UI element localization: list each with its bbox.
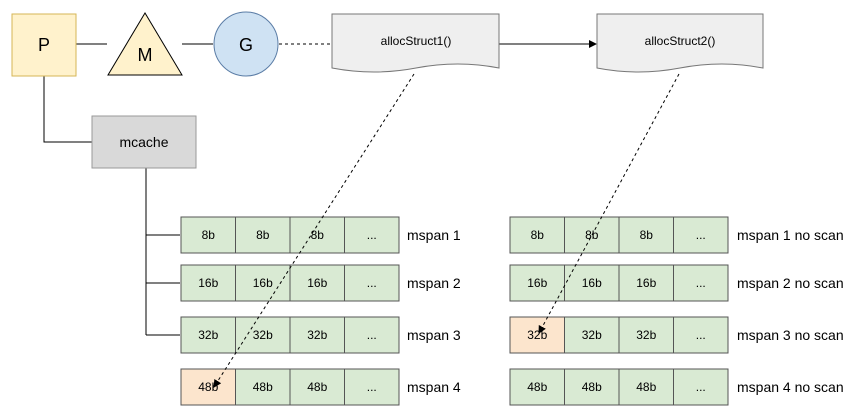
right-span-cell-2-2 (564, 264, 620, 302)
right-span-cell-1-4 (673, 216, 729, 254)
left-span-cell-label-2-4: ... (367, 276, 377, 290)
right-span-cell-1-2 (564, 216, 620, 254)
alloc2-to-mspan3-noscan-arrow (538, 73, 680, 334)
right-span-cell-label-3-4: ... (696, 328, 706, 342)
left-span-cell-label-4-3: 48b (307, 380, 327, 394)
right-span-cell-3-3 (618, 316, 674, 354)
left-span-span-label-4: mspan 4 (407, 379, 461, 395)
left-span-cell-label-4-4: ... (367, 380, 377, 394)
right-span-span-label-3: mspan 3 no scan (737, 327, 844, 343)
p-node: P (11, 13, 77, 77)
left-span-cell-2-3 (289, 264, 345, 302)
left-span-cell-3-2 (235, 316, 291, 354)
right-span-cell-3-1 (509, 316, 565, 354)
left-span-cell-label-2-1: 16b (198, 276, 218, 290)
left-span-cell-label-3-4: ... (367, 328, 377, 342)
mcache-node: mcache (91, 115, 197, 169)
m-node-label: M (138, 45, 153, 65)
left-span-row-4: 48b 48b 48b... mspan 4 (180, 368, 461, 406)
left-span-cell-3-1 (180, 316, 236, 354)
right-span-cell-4-2 (564, 368, 620, 406)
left-span-cell-4-2 (235, 368, 291, 406)
right-span-cell-label-4-1: 48b (527, 380, 547, 394)
right-span-cell-1-3 (618, 216, 674, 254)
left-span-cell-label-3-2: 32b (253, 328, 273, 342)
g-node-label: G (239, 35, 253, 55)
right-span-cell-label-4-4: ... (696, 380, 706, 394)
right-span-cell-label-2-1: 16b (527, 276, 547, 290)
left-span-cell-1-3 (289, 216, 345, 254)
right-span-cell-label-1-2: 8b (585, 228, 599, 242)
left-span-cell-label-1-3: 8b (311, 228, 325, 242)
right-span-cell-1-1 (509, 216, 565, 254)
right-span-span-label-1: mspan 1 no scan (737, 227, 844, 243)
left-span-cell-2-4 (344, 264, 400, 302)
right-span-cell-label-4-2: 48b (582, 380, 602, 394)
left-span-cell-label-1-4: ... (367, 228, 377, 242)
alloc-struct-2-label: allocStruct2() (645, 34, 716, 48)
left-span-cell-1-4 (344, 216, 400, 254)
right-span-cell-label-1-3: 8b (640, 228, 654, 242)
left-span-row-1: 8b 8b 8b... mspan 1 (180, 216, 461, 254)
left-span-row-3: 32b 32b 32b... mspan 3 (180, 316, 461, 354)
right-span-cell-4-1 (509, 368, 565, 406)
right-span-cell-label-3-3: 32b (636, 328, 656, 342)
right-span-row-1: 8b 8b 8b... mspan 1 no scan (509, 216, 844, 254)
right-span-cell-2-4 (673, 264, 729, 302)
right-span-cell-2-3 (618, 264, 674, 302)
right-span-cell-3-4 (673, 316, 729, 354)
p-mcache-connector (43, 76, 92, 143)
left-span-span-label-3: mspan 3 (407, 327, 461, 343)
right-span-cell-2-1 (509, 264, 565, 302)
left-span-cell-label-1-2: 8b (256, 228, 270, 242)
left-span-span-label-2: mspan 2 (407, 275, 461, 291)
right-span-cell-label-3-2: 32b (582, 328, 602, 342)
right-span-cell-label-4-3: 48b (636, 380, 656, 394)
left-span-cell-2-1 (180, 264, 236, 302)
left-span-span-label-1: mspan 1 (407, 227, 461, 243)
left-span-cell-label-1-1: 8b (202, 228, 216, 242)
right-span-row-2: 16b 16b 16b... mspan 2 no scan (509, 264, 844, 302)
left-span-cell-4-4 (344, 368, 400, 406)
right-span-cell-label-2-4: ... (696, 276, 706, 290)
right-span-cell-4-4 (673, 368, 729, 406)
right-span-cell-label-1-1: 8b (531, 228, 545, 242)
left-span-cell-label-3-3: 32b (307, 328, 327, 342)
left-span-cell-1-2 (235, 216, 291, 254)
left-span-cell-4-1 (180, 368, 236, 406)
alloc-struct-1-node: allocStruct1() (331, 13, 500, 73)
left-span-cell-label-2-3: 16b (307, 276, 327, 290)
left-span-cell-3-3 (289, 316, 345, 354)
right-span-row-3: 32b 32b 32b... mspan 3 no scan (509, 316, 844, 354)
alloc-struct-1-label: allocStruct1() (381, 34, 452, 48)
left-span-cell-4-3 (289, 368, 345, 406)
left-span-row-2: 16b 16b 16b... mspan 2 (180, 264, 461, 302)
p-node-label: P (38, 35, 50, 55)
right-span-row-4: 48b 48b 48b... mspan 4 no scan (509, 368, 844, 406)
left-span-cell-label-3-1: 32b (198, 328, 218, 342)
right-span-span-label-4: mspan 4 no scan (737, 379, 844, 395)
right-span-cell-label-2-3: 16b (636, 276, 656, 290)
right-span-cell-label-1-4: ... (696, 228, 706, 242)
mcache-label: mcache (119, 134, 168, 150)
right-span-cell-label-2-2: 16b (582, 276, 602, 290)
alloc-struct-2-node: allocStruct2() (596, 13, 764, 73)
left-span-cell-label-2-2: 16b (253, 276, 273, 290)
alloc1-to-mspan4-arrow (213, 73, 415, 388)
left-span-cell-3-4 (344, 316, 400, 354)
right-span-cell-label-3-1: 32b (527, 328, 547, 342)
m-node: M (107, 12, 183, 76)
left-span-cell-label-4-1: 48b (198, 380, 218, 394)
left-span-cell-label-4-2: 48b (253, 380, 273, 394)
g-node: G (213, 11, 279, 77)
right-span-list: 8b 8b 8b... mspan 1 no scan 16b 16b 16b... mspa… (509, 216, 844, 406)
right-span-span-label-2: mspan 2 no scan (737, 275, 844, 291)
